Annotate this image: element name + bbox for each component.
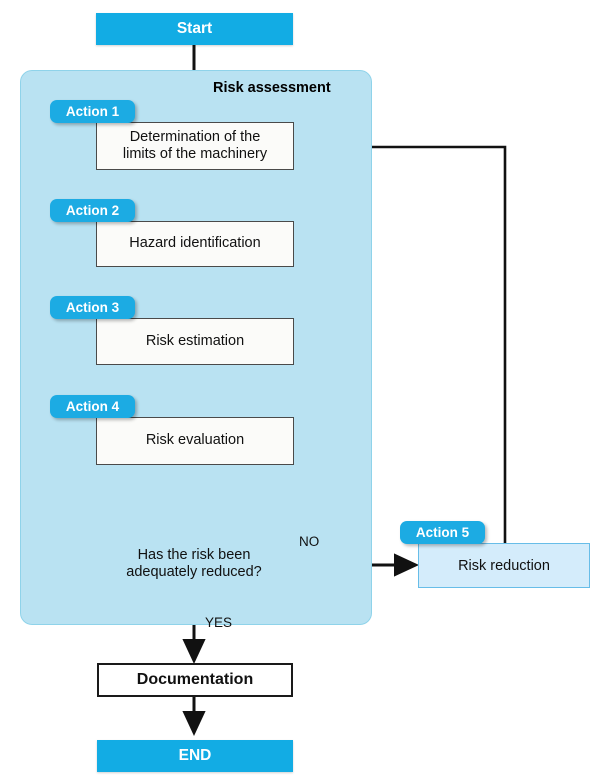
node-risk-reduction-label: Risk reduction [458,557,550,574]
badge-action-5-label: Action 5 [415,525,470,540]
badge-action-4[interactable]: Action 4 [50,395,135,418]
node-risk-estimation[interactable]: Risk estimation [96,318,294,365]
node-risk-reduction[interactable]: Risk reduction [418,543,590,588]
badge-action-2-label: Action 2 [65,203,120,218]
node-decision-line2: adequately reduced? [126,564,262,580]
badge-action-3[interactable]: Action 3 [50,296,135,319]
node-determination-line2: limits of the machinery [122,146,268,162]
node-hazard-identification[interactable]: Hazard identification [96,221,294,267]
node-decision[interactable]: Has the risk been adequately reduced? [93,515,295,613]
edge-label-no: NO [299,534,320,549]
node-decision-line1: Has the risk been [137,546,251,563]
badge-action-3-label: Action 3 [65,300,120,315]
node-hazard-identification-label: Hazard identification [129,235,261,252]
badge-action-2[interactable]: Action 2 [50,199,135,222]
node-risk-evaluation[interactable]: Risk evaluation [96,417,294,465]
edge-label-yes: YES [205,615,233,630]
node-determination-line1: Determination of the [129,129,261,146]
risk-assessment-panel-title: Risk assessment [213,80,331,96]
node-start-label: Start [176,20,213,37]
node-documentation-label: Documentation [136,671,254,688]
badge-action-1-label: Action 1 [65,104,120,119]
badge-action-1[interactable]: Action 1 [50,100,135,123]
node-risk-estimation-label: Risk estimation [145,332,245,349]
badge-action-4-label: Action 4 [65,399,120,414]
node-determination-of-limits[interactable]: Determination of the limits of the machi… [96,122,294,170]
node-documentation[interactable]: Documentation [97,663,293,697]
node-decision-label: Has the risk been adequately reduced? [93,515,295,613]
node-end[interactable]: END [97,740,293,772]
node-end-label: END [178,747,212,764]
node-start[interactable]: Start [96,13,293,45]
badge-action-5[interactable]: Action 5 [400,521,485,544]
node-risk-evaluation-label: Risk evaluation [145,432,245,449]
